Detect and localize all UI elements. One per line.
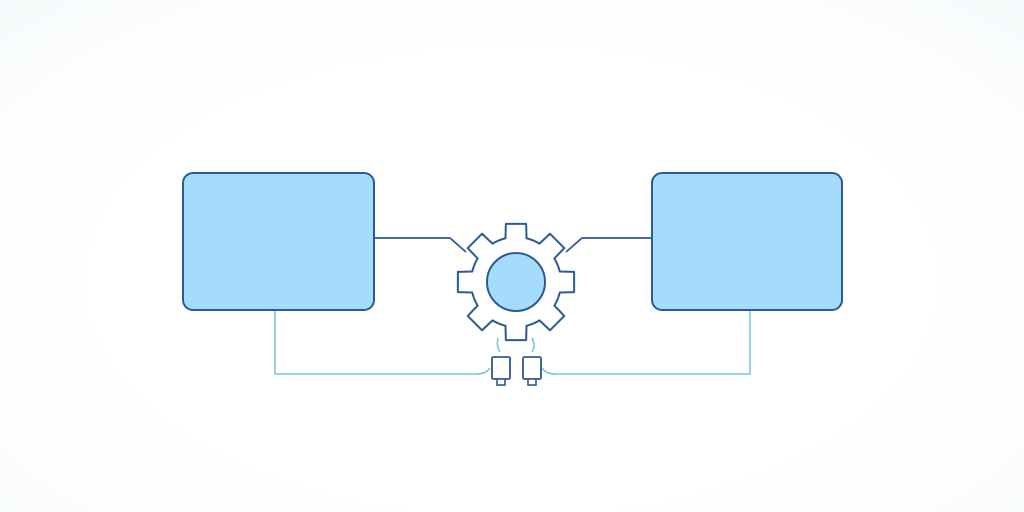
right-box-to-right-connector-line xyxy=(541,310,751,375)
gear-hub xyxy=(486,252,546,312)
connector-left-icon xyxy=(491,356,511,386)
left-box xyxy=(182,172,375,311)
right-box xyxy=(651,172,843,311)
left-box-to-gear-line xyxy=(374,237,467,253)
gear-to-left-connector-line xyxy=(496,337,501,353)
gear-to-right-box-line xyxy=(565,237,652,253)
connector-right-icon xyxy=(522,356,542,386)
gear-icon xyxy=(456,222,576,342)
left-box-to-left-connector-line xyxy=(274,310,491,375)
gear-to-right-connector-line xyxy=(531,337,535,353)
